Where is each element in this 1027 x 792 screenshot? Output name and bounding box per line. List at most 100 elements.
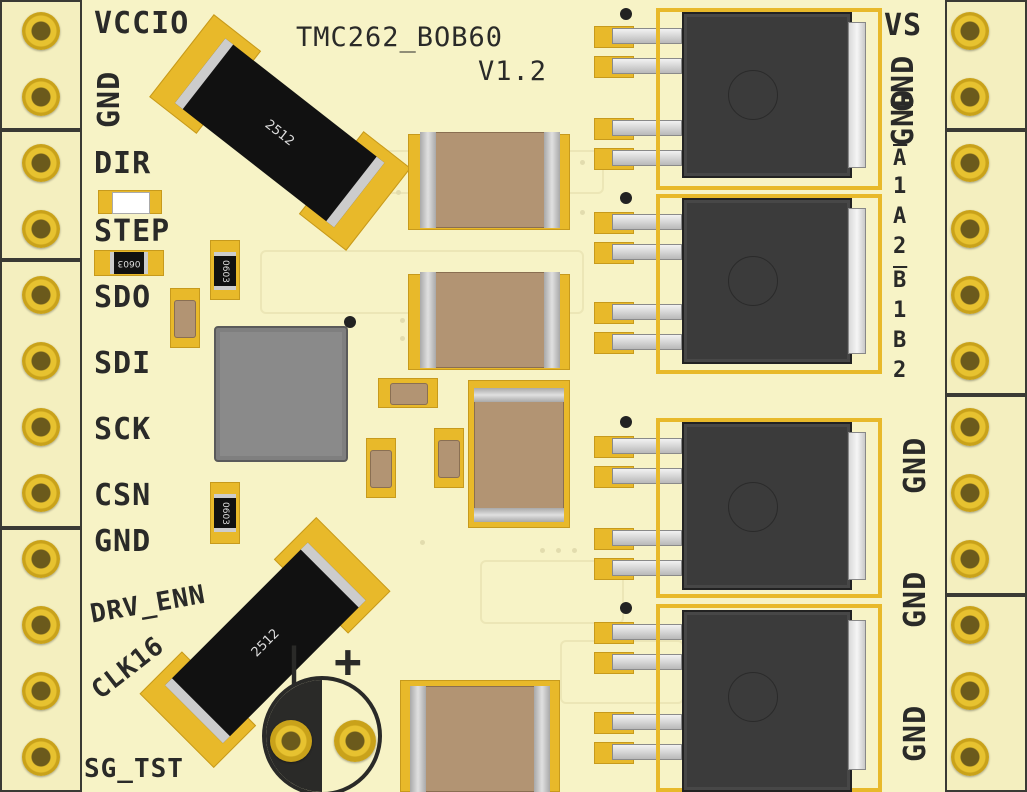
large-capacitor-3 [474, 388, 564, 522]
label-b1-num: 1 [893, 298, 908, 323]
left-pin-7[interactable] [22, 408, 60, 446]
mosfet-3 [682, 422, 852, 590]
left-pin-1[interactable] [22, 12, 60, 50]
via [580, 160, 585, 165]
right-pin-3[interactable] [951, 144, 989, 182]
large-capacitor-4 [410, 686, 550, 792]
mosfet-lead [612, 560, 682, 576]
mosfet-4 [682, 610, 852, 792]
left-header-group-4 [0, 528, 82, 792]
label-a2-num: 2 [893, 234, 908, 259]
large-capacitor-2 [420, 272, 560, 368]
mosfet-lead [612, 58, 682, 74]
left-pin-2[interactable] [22, 78, 60, 116]
small-capacitor [174, 300, 196, 338]
mosfet-tab-pad [656, 8, 882, 190]
label-gnd-right-4: GND [898, 570, 933, 628]
mosfet-lead [612, 530, 682, 546]
right-pin-2[interactable] [951, 78, 989, 116]
label-csn: CSN [94, 478, 152, 513]
label-gnd-right-2: GND [886, 88, 921, 146]
via [556, 548, 561, 553]
right-pin-6[interactable] [951, 342, 989, 380]
res-0603-a: 0603 [110, 252, 148, 274]
mosfet-lead [612, 334, 682, 350]
left-pin-3[interactable] [22, 144, 60, 182]
via [572, 548, 577, 553]
via [400, 336, 405, 341]
label-b1-bar: B [893, 268, 908, 293]
right-pin-8[interactable] [951, 474, 989, 512]
right-pin-4[interactable] [951, 210, 989, 248]
left-pin-10[interactable] [22, 606, 60, 644]
small-capacitor [370, 450, 392, 488]
mosfet-3-pin1-marker [620, 416, 632, 428]
small-capacitor [438, 440, 460, 478]
label-gnd-right-5: GND [898, 704, 933, 762]
small-capacitor [390, 383, 428, 405]
right-pin-9[interactable] [951, 540, 989, 578]
mosfet-tab [848, 432, 866, 580]
right-header-group-2 [945, 130, 1027, 395]
mosfet-tab [848, 22, 866, 168]
mosfet-1 [682, 12, 852, 178]
res-0603-b: 0603 [214, 252, 236, 290]
mosfet-2 [682, 198, 852, 364]
mosfet-lead [612, 468, 682, 484]
label-vccio: VCCIO [94, 6, 190, 41]
label-gnd-left-2: GND [94, 524, 152, 559]
via [540, 548, 545, 553]
board-name: TMC262_BOB60 [296, 22, 504, 53]
mosfet-tab-pad [656, 418, 882, 598]
left-header-group-2 [0, 130, 82, 260]
label-gnd-left-1: GND [92, 70, 127, 128]
right-pin-12[interactable] [951, 738, 989, 776]
right-header-group-4 [945, 595, 1027, 792]
right-pin-10[interactable] [951, 606, 989, 644]
label-gnd-right-3: GND [898, 436, 933, 494]
left-pin-6[interactable] [22, 342, 60, 380]
label-drv-enn: DRV_ENN [88, 579, 209, 630]
via [400, 318, 405, 323]
via [396, 190, 401, 195]
mosfet-lead [612, 714, 682, 730]
mosfet-lead [612, 214, 682, 230]
right-pin-7[interactable] [951, 408, 989, 446]
left-header-group-1 [0, 0, 82, 130]
mosfet-lead [612, 28, 682, 44]
trace [480, 560, 624, 624]
driver-ic-tmc262 [214, 326, 348, 462]
shunt-body: 2512 [174, 38, 385, 228]
left-pin-9[interactable] [22, 540, 60, 578]
led-body [112, 192, 150, 214]
left-pin-11[interactable] [22, 672, 60, 710]
polarity-minus: | [282, 640, 308, 686]
mosfet-lead [612, 744, 682, 760]
label-b2-letter: B [893, 328, 908, 353]
left-pin-8[interactable] [22, 474, 60, 512]
large-capacitor-1 [420, 132, 560, 228]
right-pin-1[interactable] [951, 12, 989, 50]
left-header-group-3 [0, 260, 82, 528]
mosfet-lead [612, 438, 682, 454]
left-pin-12[interactable] [22, 738, 60, 776]
label-sg-tst: SG_TST [84, 754, 184, 784]
res-0603-c: 0603 [214, 494, 236, 532]
mosfet-lead [612, 244, 682, 260]
mosfet-tab-pad [656, 194, 882, 374]
label-sdo: SDO [94, 280, 152, 315]
electrolytic-pin-plus[interactable] [334, 720, 376, 762]
right-pin-5[interactable] [951, 276, 989, 314]
mosfet-lead [612, 624, 682, 640]
right-pin-11[interactable] [951, 672, 989, 710]
label-step: STEP [94, 214, 171, 249]
left-pin-5[interactable] [22, 276, 60, 314]
mosfet-tab [848, 208, 866, 354]
label-a1-bar: A [893, 146, 908, 171]
left-pin-4[interactable] [22, 210, 60, 248]
electrolytic-pin-minus[interactable] [270, 720, 312, 762]
mosfet-lead [612, 654, 682, 670]
label-dir: DIR [94, 146, 152, 181]
via [420, 540, 425, 545]
